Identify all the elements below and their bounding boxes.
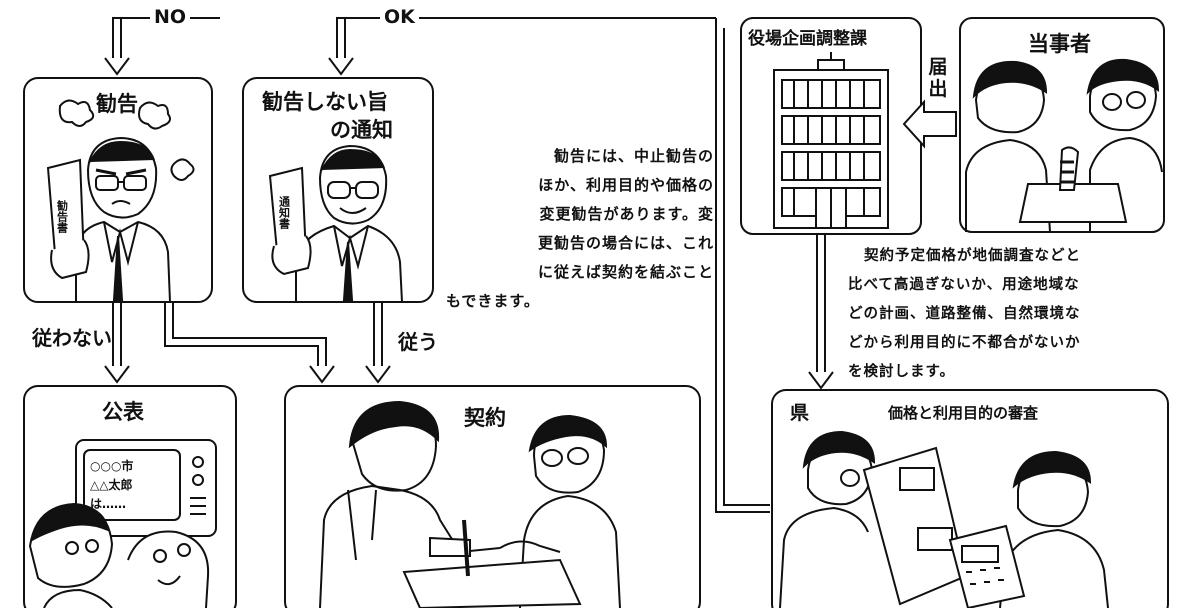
contract-handshake-illustration: [319, 400, 621, 608]
tojisha-title: 当事者: [1028, 32, 1091, 56]
shitagau-label: 従う: [398, 330, 438, 354]
ken-title: 県: [790, 402, 810, 424]
tsuchi-doc-text: 通知書: [278, 196, 292, 230]
kankoku-doc-text: 勧告書: [56, 199, 69, 234]
kohyo-title: 公表: [102, 400, 144, 424]
angry-official-illustration: [46, 99, 195, 303]
shinsa-note: 契約予定価格が地価調査などと 比べて高過ぎないか、用途地域な どの計画、道路整備…: [848, 248, 1081, 380]
kankoku-note: 勧告には、中止勧告の ほか、利用目的や価格の 変更勧告があります。変 更勧告の場…: [446, 147, 714, 310]
no-ok-flow-lines: [104, 17, 717, 76]
yakuba-title: 役場企画調整課: [746, 24, 869, 49]
to-ken-arrow: [808, 234, 834, 390]
arrows-from-top-boxes: [104, 302, 391, 384]
examiners-illustration: [779, 430, 1109, 608]
screen-line-1: ○○○市: [90, 458, 133, 473]
screen-line-3: は……: [90, 497, 126, 511]
ken-return-line: [715, 18, 770, 513]
no-kankoku-title-line1: 勧告しない旨: [262, 90, 388, 114]
ken-subtitle: 価格と利用目的の審査: [888, 404, 1039, 422]
ken-box: [771, 389, 1169, 608]
no-label: NO: [150, 6, 191, 28]
ok-label: OK: [380, 6, 419, 28]
tv-news-illustration: [28, 439, 217, 608]
smiling-official-illustration: [268, 144, 403, 303]
screen-line-2: △△太郎: [90, 477, 132, 492]
no-kankoku-title-line2: の通知: [330, 118, 393, 142]
applicants-illustration: [965, 58, 1163, 233]
todokede-arrow: [902, 99, 957, 149]
shitagawanai-label: 従わない: [32, 326, 112, 350]
town-office-building-illustration: [773, 52, 889, 229]
todokede-label: 届出: [928, 56, 948, 100]
kankoku-title: 勧告: [96, 92, 138, 116]
keiyaku-title: 契約: [464, 406, 506, 430]
